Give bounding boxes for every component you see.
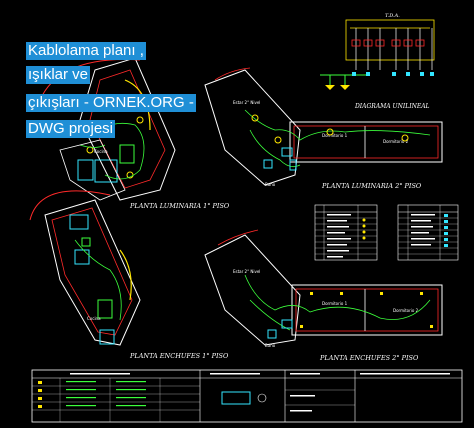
banner-line-4: DWG projesi	[26, 120, 116, 138]
banner-line-3: çıkışları - ORNEK.ORG -	[26, 94, 196, 112]
plan-luminaria-1-lower: PLANTA LUMINARIA 1° PISO	[59, 139, 230, 210]
room-label-cocina-b: Cocina	[87, 316, 101, 321]
title-enchufes-2: PLANTA ENCHUFES 2° PISO	[319, 354, 419, 362]
room-label-dorm1-b: Dormitorio 1	[322, 301, 348, 306]
room-label-estar-2: Estar 2° Nivel	[233, 269, 260, 274]
title-luminaria-2: PLANTA LUMINARIA 2° PISO	[321, 182, 422, 190]
title-luminaria-1: PLANTA LUMINARIA 1° PISO	[129, 202, 230, 210]
room-label-dorm2-b: Dormitorio 2	[393, 308, 419, 313]
plan-enchufes-2: Dormitorio 1 Dormitorio 2 Estar 2° Nivel…	[204, 229, 443, 362]
room-label-cocina-a: Cocina	[94, 149, 108, 154]
plan-luminaria-2: Dormitorio 1 Dormitorio 2 Estar 2° Nivel…	[204, 67, 443, 190]
title-block	[31, 369, 463, 423]
room-label-estar-1: Estar 2° Nivel	[233, 100, 260, 105]
room-label-dorm2-a: Dormitorio 2	[383, 139, 409, 144]
plan-enchufes-1: Cocina PLANTA ENCHUFES 1° PISO	[29, 190, 229, 360]
title-enchufes-1: PLANTA ENCHUFES 1° PISO	[129, 352, 229, 360]
tda-label: T.D.A.	[385, 13, 400, 19]
legend-table	[314, 204, 459, 261]
banner-line-2: ışıklar ve	[26, 66, 91, 84]
diagrama-unilineal: T.D.A.	[320, 13, 435, 110]
room-label-bano-b: Baño	[265, 343, 276, 348]
banner-line-1: Kablolama planı ,	[26, 42, 146, 60]
room-label-bano-a: Baño	[265, 182, 276, 187]
room-label-dorm1-a: Dormitorio 1	[322, 133, 348, 138]
diagrama-title: DIAGRAMA UNILINEAL	[354, 103, 430, 110]
